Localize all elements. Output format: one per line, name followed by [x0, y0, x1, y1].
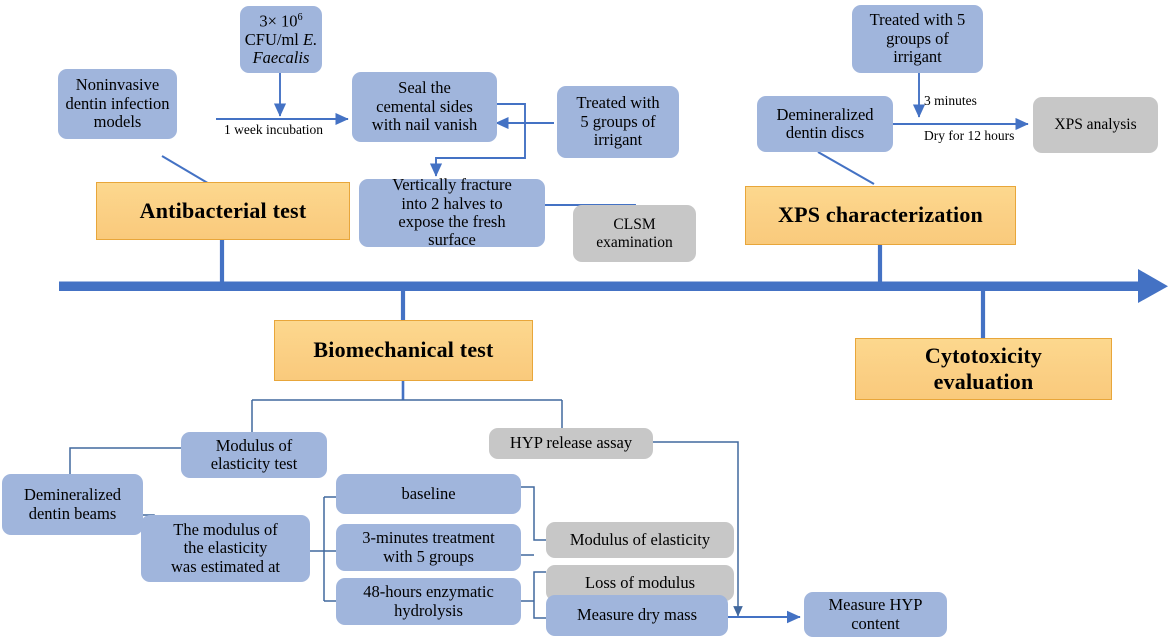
node-infection-models[interactable]: Noninvasive dentin infection models	[58, 69, 177, 139]
node-xps-analysis-label: XPS analysis	[1054, 116, 1137, 134]
phase-xps-characterization-label: XPS characterization	[778, 202, 983, 228]
node-modulus-of-elasticity-test-label: Modulus of elasticity test	[210, 435, 298, 473]
phase-cytotoxicity-evaluation-label: Cytotoxicity evaluation	[924, 343, 1043, 394]
node-hyp-release-assay-label: HYP release assay	[509, 433, 633, 453]
node-demineralized-dentin-beams-label: Demineralized dentin beams	[23, 485, 122, 523]
node-demineralized-dentin-beams[interactable]: Demineralized dentin beams	[2, 474, 143, 535]
node-3-minutes-treatment[interactable]: 3-minutes treatment with 5 groups	[336, 524, 521, 571]
phase-antibacterial-test-label: Antibacterial test	[139, 197, 307, 223]
node-clsm-examination[interactable]: CLSM examination	[573, 205, 696, 262]
node-xps-analysis[interactable]: XPS analysis	[1033, 97, 1158, 153]
node-infection-models-label: Noninvasive dentin infection models	[65, 75, 170, 132]
node-3-minutes-treatment-label: 3-minutes treatment with 5 groups	[362, 528, 495, 566]
node-modulus-estimated-at[interactable]: The modulus of the elasticity was estima…	[141, 515, 310, 582]
node-seal-cemental[interactable]: Seal the cemental sides with nail vanish	[352, 72, 497, 142]
main-timeline	[59, 269, 1168, 303]
node-treated-5-groups-xps-label: Treated with 5 groups of irrigant	[869, 10, 966, 67]
node-modulus-of-elasticity-label: Modulus of elasticity	[569, 529, 711, 549]
edge-label-dry-12-hours: Dry for 12 hours	[924, 128, 1015, 143]
edge-48h-bus	[533, 571, 546, 619]
node-treated-5-groups-antibacterial[interactable]: Treated with 5 groups of irrigant	[557, 86, 679, 158]
node-treated-5-groups-xps[interactable]: Treated with 5 groups of irrigant	[852, 5, 983, 73]
phase-xps-characterization[interactable]: XPS characterization	[745, 186, 1016, 245]
node-measure-hyp-content[interactable]: Measure HYP content	[804, 592, 947, 637]
node-vertically-fracture-label: Vertically fracture into 2 halves to exp…	[392, 175, 512, 250]
phase-biomechanical-test-label: Biomechanical test	[313, 337, 494, 363]
node-seal-cemental-label: Seal the cemental sides with nail vanish	[371, 78, 478, 135]
node-measure-hyp-content-label: Measure HYP content	[828, 595, 923, 633]
edge-modulustest-to-beams	[69, 447, 181, 474]
node-48-hours-hydrolysis[interactable]: 48-hours enzymatic hydrolysis	[336, 578, 521, 625]
node-modulus-of-elasticity[interactable]: Modulus of elasticity	[546, 522, 734, 558]
node-loss-of-modulus-label: Loss of modulus	[584, 572, 695, 592]
phase-biomechanical-test[interactable]: Biomechanical test	[274, 320, 533, 381]
edge-label-incubation: 1 week incubation	[224, 122, 323, 137]
node-treated-5-groups-antibacterial-label: Treated with 5 groups of irrigant	[576, 93, 660, 150]
edge-discs-to-xps-phase	[817, 151, 875, 185]
node-modulus-of-elasticity-test[interactable]: Modulus of elasticity test	[181, 432, 327, 478]
node-demineralized-dentin-discs-label: Demineralized dentin discs	[776, 104, 874, 142]
node-modulus-estimated-at-label: The modulus of the elasticity was estima…	[170, 519, 281, 576]
node-baseline[interactable]: baseline	[336, 474, 521, 514]
edge-label-3-minutes: 3 minutes	[924, 93, 977, 108]
phase-cytotoxicity-evaluation[interactable]: Cytotoxicity evaluation	[855, 338, 1112, 400]
node-48-hours-hydrolysis-label: 48-hours enzymatic hydrolysis	[363, 582, 494, 620]
node-hyp-release-assay[interactable]: HYP release assay	[489, 428, 653, 459]
node-demineralized-dentin-discs[interactable]: Demineralized dentin discs	[757, 96, 893, 152]
node-measure-dry-mass[interactable]: Measure dry mass	[546, 595, 728, 636]
node-clsm-examination-label: CLSM examination	[596, 216, 673, 251]
phase-antibacterial-test[interactable]: Antibacterial test	[96, 182, 350, 240]
node-vertically-fracture[interactable]: Vertically fracture into 2 halves to exp…	[359, 175, 545, 250]
node-measure-dry-mass-label: Measure dry mass	[576, 605, 698, 625]
edge-baseline-to-modulus	[521, 486, 546, 541]
node-baseline-label: baseline	[401, 483, 456, 503]
